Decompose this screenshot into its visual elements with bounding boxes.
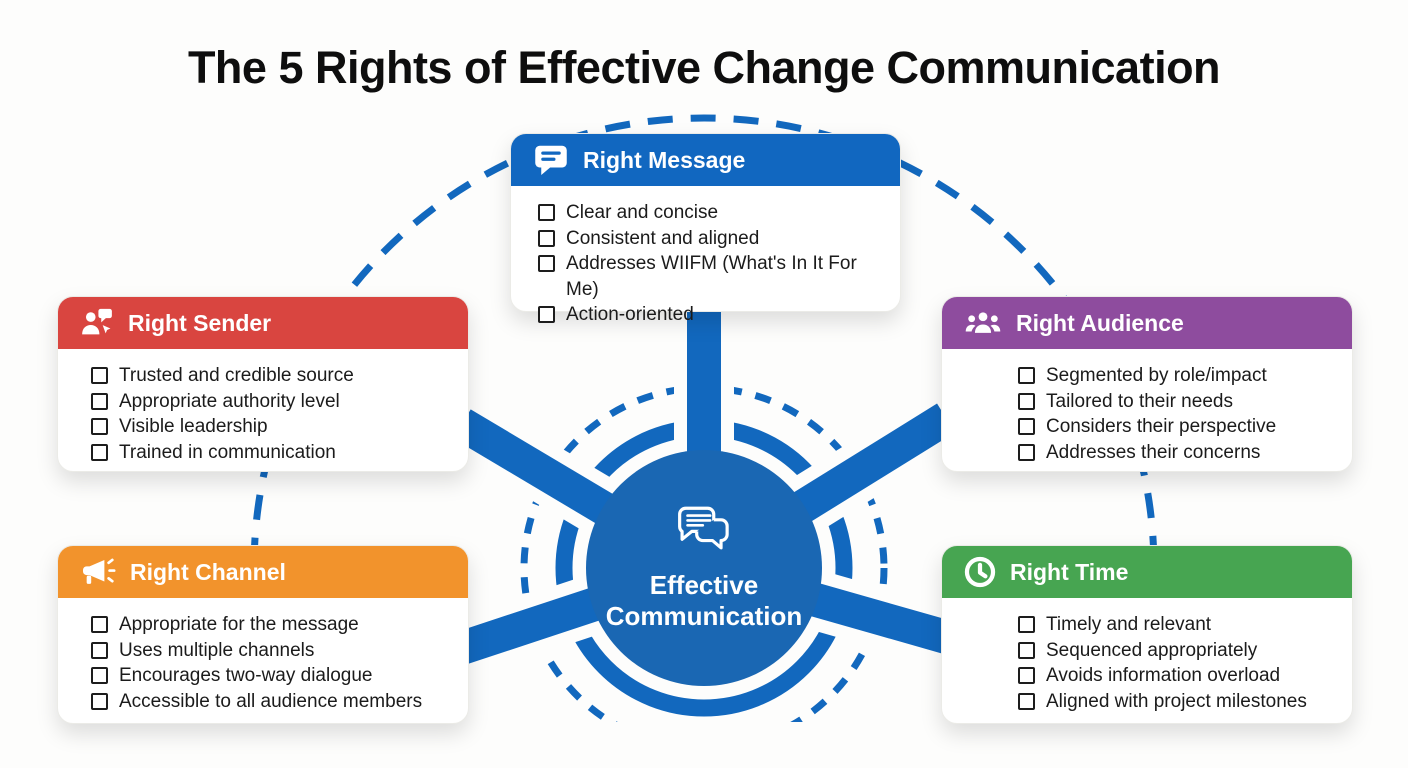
card-header-sender: Right Sender	[58, 297, 468, 349]
item-label: Aligned with project milestones	[1046, 690, 1307, 712]
checklist-item: Uses multiple channels	[91, 638, 460, 664]
card-header-channel: Right Channel	[58, 546, 468, 598]
checkbox-icon	[91, 418, 108, 435]
checklist-item: Addresses their concerns	[1018, 440, 1344, 466]
checkbox-icon	[1018, 392, 1035, 410]
item-label: Uses multiple channels	[119, 639, 315, 661]
item-label: Accessible to all audience members	[119, 690, 423, 712]
checkbox-icon	[1018, 692, 1035, 710]
checklist-item: Aligned with project milestones	[1018, 689, 1344, 715]
checklist-item: Appropriate authority level	[91, 389, 460, 415]
checklist-item: Timely and relevant	[1018, 612, 1344, 638]
center-disc	[586, 450, 822, 686]
checkbox-icon	[91, 443, 108, 461]
checklist: Segmented by role/impact Tailored to the…	[942, 349, 1352, 473]
checklist-item: Visible leadership	[91, 414, 460, 440]
card-right-sender: Right Sender Trusted and credible source…	[57, 296, 469, 472]
checkbox-icon	[538, 204, 555, 221]
card-right-audience: Right Audience Segmented by role/impact …	[941, 296, 1353, 472]
people-group-icon	[963, 306, 1003, 340]
card-right-channel: Right Channel Appropriate for the messag…	[57, 545, 469, 724]
megaphone-icon	[79, 555, 117, 589]
checkbox-icon	[91, 392, 108, 410]
checklist-item: Segmented by role/impact	[1018, 363, 1344, 389]
item-label: Clear and concise	[566, 202, 719, 223]
card-header-time: Right Time	[942, 546, 1352, 598]
checklist-item: Considers their perspective	[1018, 414, 1344, 440]
checklist-item: Avoids information overload	[1018, 663, 1344, 689]
checklist-item: Consistent and aligned	[538, 226, 892, 252]
item-label: Appropriate authority level	[119, 390, 340, 412]
checklist-item: Trusted and credible source	[91, 363, 460, 389]
item-label: Visible leadership	[119, 416, 268, 437]
card-header-audience: Right Audience	[942, 297, 1352, 349]
item-label: Timely and relevant	[1046, 614, 1212, 635]
checkbox-icon	[1018, 418, 1035, 435]
checklist: Trusted and credible source Appropriate …	[58, 349, 468, 473]
message-bubble-icon	[532, 142, 570, 178]
checklist-item: Clear and concise	[538, 200, 892, 226]
checklist-item: Sequenced appropriately	[1018, 638, 1344, 664]
checkbox-icon	[91, 692, 108, 710]
card-title: Right Sender	[128, 309, 272, 336]
checklist: Appropriate for the message Uses multipl…	[58, 598, 468, 722]
checklist: Timely and relevant Sequenced appropriat…	[942, 598, 1352, 722]
checklist-item: Action-oriented	[538, 302, 892, 328]
item-label: Trained in communication	[119, 441, 336, 463]
checkbox-icon	[91, 641, 108, 659]
item-label: Appropriate for the message	[119, 614, 359, 635]
page-title: The 5 Rights of Effective Change Communi…	[187, 42, 1221, 93]
checklist-item: Accessible to all audience members	[91, 689, 460, 715]
checkbox-icon	[538, 306, 555, 323]
checklist-item: Encourages two-way dialogue	[91, 663, 460, 689]
item-label: Encourages two-way dialogue	[119, 665, 373, 686]
speaking-person-icon	[79, 306, 115, 340]
item-label: Tailored to their needs	[1046, 390, 1233, 412]
item-label: Avoids information overload	[1046, 665, 1281, 686]
checkbox-icon	[91, 667, 108, 684]
card-title: Right Audience	[1016, 309, 1184, 336]
checkbox-icon	[91, 367, 108, 384]
checkbox-icon	[1018, 667, 1035, 684]
clock-icon	[963, 555, 997, 589]
checkbox-icon	[1018, 367, 1035, 384]
checklist-item: Addresses WIIFM (What's In It For Me)	[538, 251, 892, 302]
checkbox-icon	[538, 229, 555, 247]
item-label: Action-oriented	[566, 304, 694, 325]
item-label: Addresses WIIFM (What's In It For Me)	[566, 253, 857, 300]
card-title: Right Time	[1010, 558, 1129, 585]
item-label: Consistent and aligned	[566, 227, 760, 249]
checklist-item: Trained in communication	[91, 440, 460, 466]
item-label: Segmented by role/impact	[1046, 365, 1267, 386]
item-label: Trusted and credible source	[119, 365, 354, 386]
checkbox-icon	[1018, 616, 1035, 633]
checklist-item: Tailored to their needs	[1018, 389, 1344, 415]
card-right-time: Right Time Timely and relevant Sequenced…	[941, 545, 1353, 724]
checkbox-icon	[91, 616, 108, 633]
checklist: Clear and concise Consistent and aligned…	[511, 186, 900, 336]
card-header-message: Right Message	[511, 134, 900, 186]
checklist-item: Appropriate for the message	[91, 612, 460, 638]
item-label: Considers their perspective	[1046, 416, 1277, 437]
card-title: Right Channel	[130, 558, 286, 585]
card-right-message: Right Message Clear and concise Consiste…	[510, 133, 901, 325]
checkbox-icon	[1018, 641, 1035, 659]
item-label: Sequenced appropriately	[1046, 639, 1258, 661]
checkbox-icon	[538, 255, 555, 272]
card-title: Right Message	[583, 146, 746, 173]
checkbox-icon	[1018, 443, 1035, 461]
item-label: Addresses their concerns	[1046, 441, 1261, 463]
